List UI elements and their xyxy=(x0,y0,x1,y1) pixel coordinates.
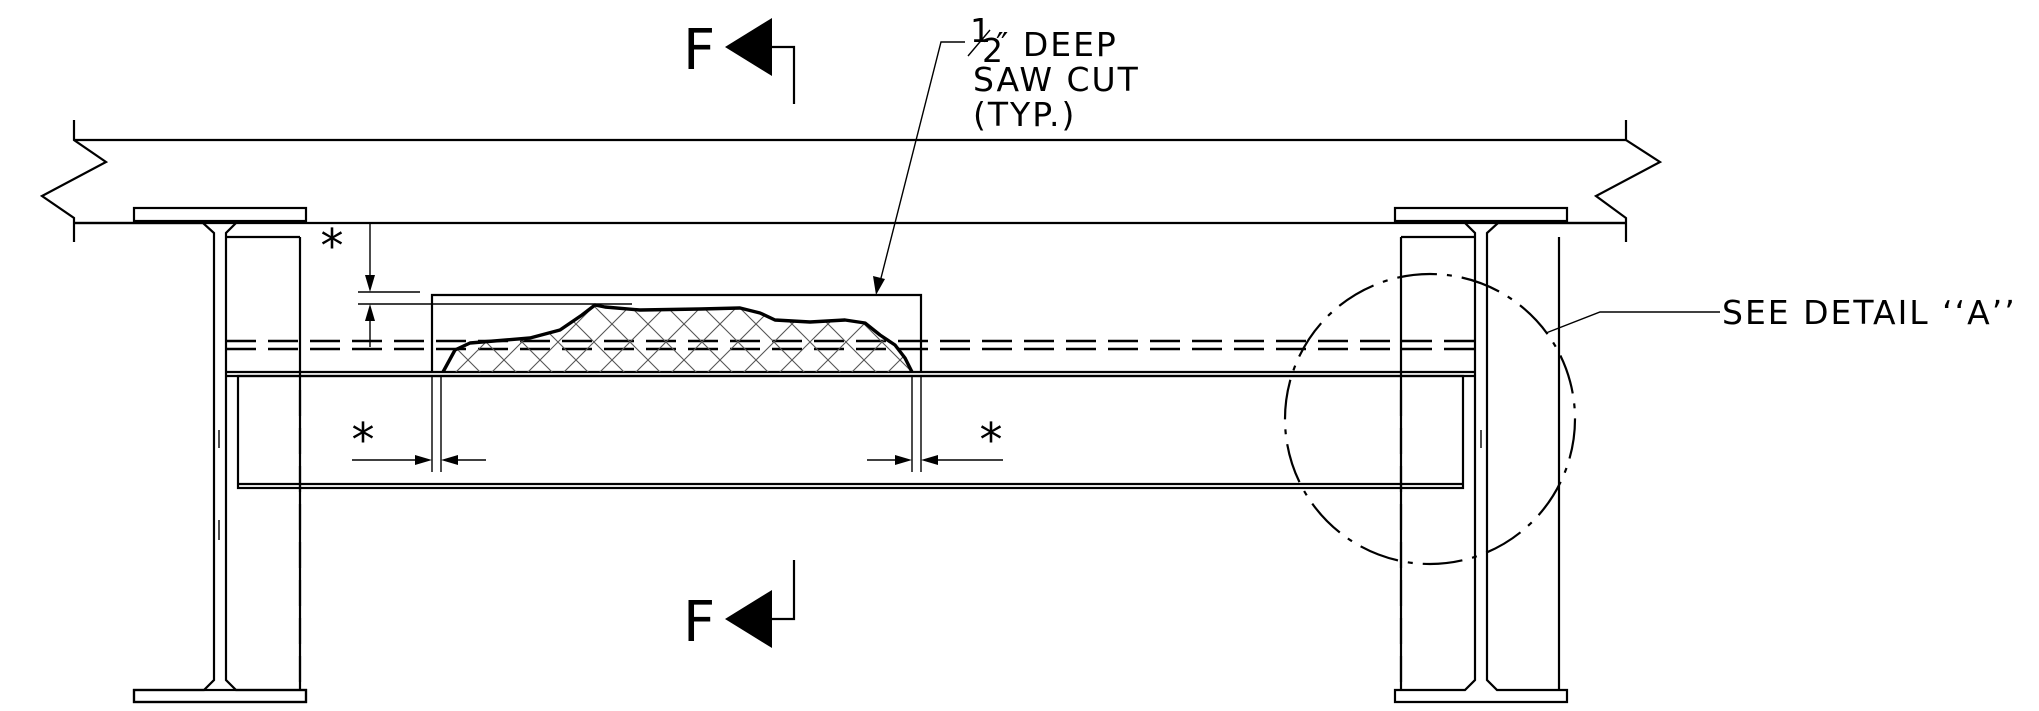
section-arrow-top xyxy=(725,18,772,76)
girder-left xyxy=(74,206,308,704)
section-cut-top: F xyxy=(683,18,796,104)
detail-a-callout: SEE DETAIL ‘‘A’’ xyxy=(1283,272,2017,566)
dimension-left-offset: * xyxy=(352,376,486,472)
diaphragm xyxy=(226,339,1486,690)
section-cut-bottom: F xyxy=(683,560,796,655)
section-letter-bottom: F xyxy=(683,590,715,655)
saw-cut-repair-area xyxy=(430,293,923,373)
detail-a-circle xyxy=(1283,272,1577,566)
fraction-denominator: 2 xyxy=(982,31,1005,70)
fraction-numerator: 1 xyxy=(970,11,993,50)
saw-cut-note-line2: SAW CUT xyxy=(973,60,1140,99)
dimension-mark-top-left: * xyxy=(321,219,344,273)
dimension-right-offset: * xyxy=(867,376,1003,472)
saw-cut-note-line1: ″ DEEP xyxy=(996,25,1118,64)
girder-right xyxy=(1393,206,1626,704)
saw-cut-note: 1 2 ″ DEEP SAW CUT (TYP.) xyxy=(873,11,1140,295)
spall-outline xyxy=(441,303,914,373)
section-letter-top: F xyxy=(683,18,715,83)
dimension-mark-bottom-right: * xyxy=(980,413,1003,467)
dimension-mark-bottom-left: * xyxy=(352,413,375,467)
section-arrow-bottom xyxy=(725,590,772,648)
deck-slab xyxy=(39,120,1663,242)
dimension-depth: * xyxy=(321,219,432,347)
detail-a-label: SEE DETAIL ‘‘A’’ xyxy=(1722,293,2017,332)
saw-cut-note-line3: (TYP.) xyxy=(973,95,1076,134)
